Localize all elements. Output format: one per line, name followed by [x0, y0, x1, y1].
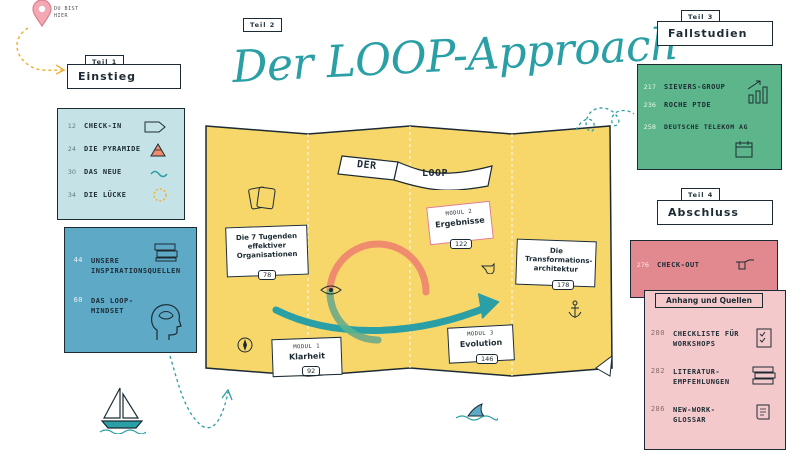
item-label: Check-out: [657, 261, 700, 269]
part4-header: Abschluss: [657, 200, 773, 225]
pin-dashed-arrow: [16, 27, 66, 75]
page-number: 258: [643, 123, 656, 131]
books-stack-icon: [752, 366, 776, 385]
anhang-box: Anhang und Quellen 280 Checkliste für Wo…: [644, 290, 786, 450]
anchor-icon: [568, 300, 582, 318]
page-title: Der LOOP-Approach: [230, 18, 680, 94]
card-text: Die 7 Tugenden effektiver Organisationen: [235, 231, 298, 261]
page-number: 60: [73, 296, 83, 304]
page-badge: 92: [302, 366, 321, 376]
dashed-arrow-up: [169, 355, 233, 429]
part1-header: Einstieg: [67, 64, 181, 89]
list-item[interactable]: 258 Deutsche Telekom AG: [638, 123, 748, 131]
page-badge: 78: [258, 270, 277, 280]
tag-icon: [144, 121, 166, 133]
part1-inspiration-box: 44 Unsere Inspirationsquellen 60 Das Loo…: [64, 227, 197, 353]
compass-icon: [237, 337, 253, 353]
item-label: Sievers-Group: [664, 83, 726, 91]
books-icon: [154, 243, 178, 262]
page-number: 286: [650, 405, 665, 413]
head-icon: [151, 304, 182, 340]
item-label: Literatur-empfehlungen: [673, 368, 730, 386]
card-title: Klarheit: [288, 351, 326, 362]
page-number: 276: [636, 261, 649, 269]
anhang-header: Anhang und Quellen: [655, 293, 763, 308]
location-pin-icon: [30, 0, 54, 28]
page-number: 236: [643, 101, 656, 109]
item-label: Check-in: [84, 122, 122, 130]
part2-tag: Teil 2: [243, 18, 283, 32]
card-kicker: Modul 1: [293, 343, 321, 351]
list-item[interactable]: 236 Roche PTDE: [638, 101, 711, 109]
pointing-hand-icon: [736, 259, 754, 270]
list-item[interactable]: 276 Check-out: [631, 261, 699, 269]
checklist-icon: [756, 328, 772, 348]
whistle-icon: [480, 262, 495, 274]
card-text: Die Transformations-architektur: [524, 246, 593, 274]
item-label: New-Work-Glossar: [673, 406, 716, 424]
banner-text-right: Loop: [422, 168, 449, 179]
scroll-icon: [756, 404, 770, 420]
loop-banner: [337, 155, 493, 190]
list-item[interactable]: 280 Checkliste für Workshops: [645, 329, 743, 349]
item-label: Das Loop-Mindset: [91, 297, 134, 315]
page-number: 30: [67, 168, 76, 176]
list-item[interactable]: 60 Das Loop-Mindset: [65, 296, 155, 316]
page-number: 24: [67, 145, 76, 153]
item-label: Deutsche Telekom AG: [664, 123, 748, 131]
part3-box: 217 Sievers-Group 236 Roche PTDE 258 Deu…: [637, 64, 782, 170]
page-number: 44: [73, 256, 83, 264]
calendar-icon: [735, 141, 753, 158]
list-item[interactable]: 217 Sievers-Group: [638, 83, 725, 91]
page-number: 280: [650, 329, 665, 337]
list-item[interactable]: 30 Das Neue: [58, 168, 122, 176]
page-number: 217: [643, 83, 656, 91]
page-badge: 146: [476, 354, 499, 364]
item-label: Das Neue: [84, 168, 122, 176]
shark-fin-icon: [455, 403, 498, 421]
list-item[interactable]: 34 Die Lücke: [58, 191, 126, 199]
sailboat-icon: [99, 387, 146, 434]
banner-text-left: Der: [356, 159, 378, 172]
page-number: 12: [67, 122, 76, 130]
dashed-circle-icon: [153, 188, 167, 202]
list-item[interactable]: 286 New-Work-Glossar: [645, 405, 743, 425]
card-title: Evolution: [459, 337, 503, 350]
bar-chart-icon: [747, 80, 768, 104]
eye-icon: [320, 285, 342, 295]
item-label: Die Pyramide: [84, 145, 141, 153]
page-badge: 122: [450, 239, 473, 249]
part1-intro-box: 12 Check-in 24 Die Pyramide 30 Das Neue …: [57, 108, 185, 220]
dashed-arrow-right: [575, 107, 635, 132]
page-number: 34: [67, 191, 76, 199]
item-label: Die Lücke: [84, 191, 127, 199]
part3-header: Fallstudien: [657, 21, 773, 46]
list-item[interactable]: 44 Unsere Inspirationsquellen: [65, 256, 181, 276]
list-item[interactable]: 24 Die Pyramide: [58, 145, 141, 153]
page-number: 282: [650, 367, 665, 375]
item-label: Unsere Inspirationsquellen: [91, 257, 181, 275]
page-badge: 178: [552, 280, 575, 290]
item-label: Checkliste für Workshops: [673, 330, 740, 348]
cards-icon: [248, 186, 276, 210]
wave-icon: [150, 170, 168, 178]
loop-circle: [272, 240, 500, 344]
item-label: Roche PTDE: [664, 101, 712, 109]
list-item[interactable]: 282 Literatur-empfehlungen: [645, 367, 743, 387]
list-item[interactable]: 12 Check-in: [58, 122, 122, 130]
pin-label: Du bist hier: [54, 6, 79, 19]
pyramid-icon: [150, 143, 166, 157]
checkout-box: 276 Check-out: [630, 240, 778, 298]
